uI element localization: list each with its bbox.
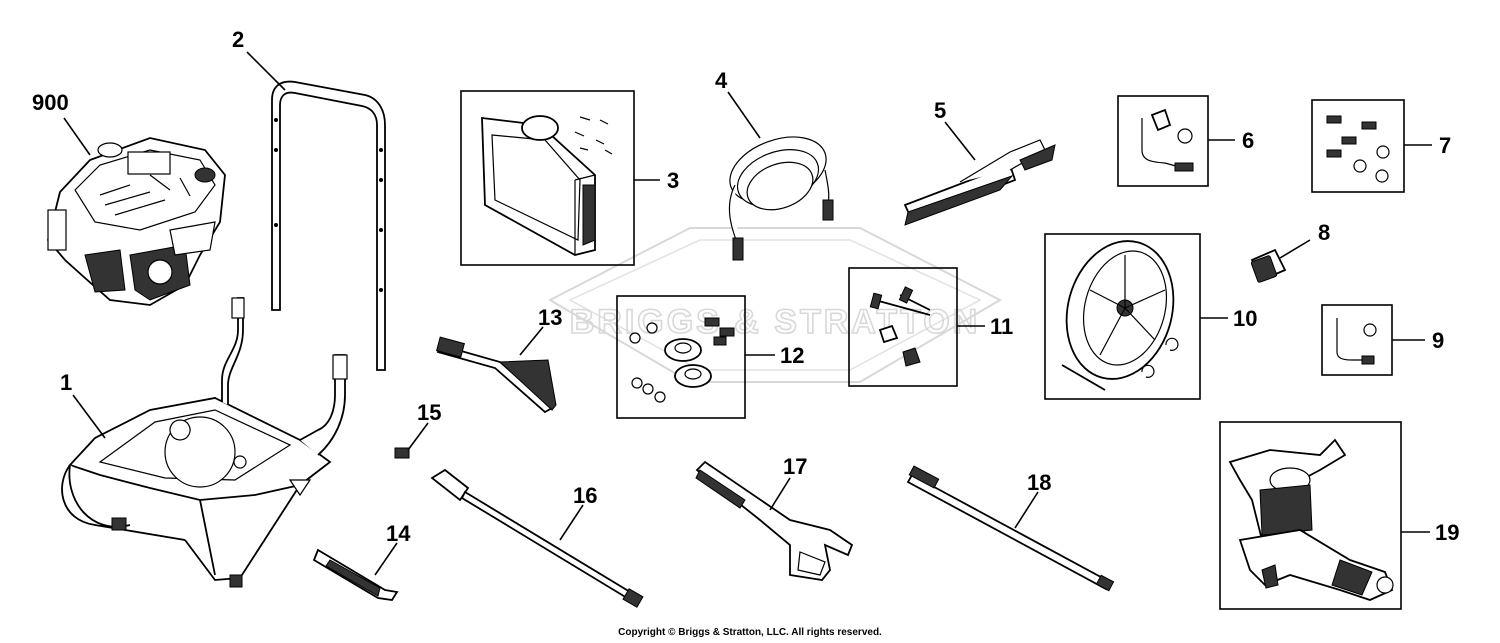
callout-3: 3 — [667, 168, 679, 193]
part-19-pump — [1219, 421, 1402, 610]
copyright-notice: Copyright © Briggs & Stratton, LLC. All … — [618, 627, 882, 638]
callout-13: 13 — [538, 305, 562, 330]
callout-7: 7 — [1439, 133, 1451, 158]
part-8-filter — [1250, 248, 1287, 283]
callout-19: 19 — [1435, 520, 1459, 545]
part-10-wheel-kit — [1044, 233, 1201, 400]
leader-lines — [63, 51, 1432, 576]
part-3-kit — [460, 90, 635, 266]
callout-labels: 900 1 2 3 4 5 6 7 8 9 10 11 12 13 14 15 … — [32, 27, 1459, 546]
part-13-scrub-brush — [435, 336, 557, 414]
callout-8: 8 — [1318, 220, 1330, 245]
part-900-engine — [47, 137, 226, 306]
callout-10: 10 — [1233, 306, 1257, 331]
part-2-handle — [271, 80, 386, 371]
callout-18: 18 — [1027, 470, 1051, 495]
part-4-hose — [728, 136, 834, 261]
callout-1: 1 — [60, 370, 72, 395]
callout-17: 17 — [783, 454, 807, 479]
part-12-hardware-kit — [616, 295, 746, 419]
part-1-base-frame — [61, 297, 348, 588]
part-15-fitting — [394, 447, 410, 459]
callout-12: 12 — [780, 343, 804, 368]
callout-900: 900 — [32, 90, 69, 115]
callout-14: 14 — [386, 521, 411, 546]
part-17-spray-gun — [695, 460, 854, 581]
part-14-nozzle — [312, 548, 399, 601]
callout-16: 16 — [573, 483, 597, 508]
part-18-extension-wand — [906, 465, 1115, 592]
callout-6: 6 — [1242, 128, 1254, 153]
callout-5: 5 — [934, 98, 946, 123]
part-6-hardware-kit — [1117, 95, 1209, 187]
part-7-hardware-kit — [1311, 99, 1405, 193]
part-5-brush — [903, 139, 1056, 226]
callout-11: 11 — [990, 314, 1013, 339]
callout-4: 4 — [715, 68, 728, 93]
callout-9: 9 — [1432, 328, 1444, 353]
callout-15: 15 — [417, 400, 441, 425]
part-9-hardware-kit — [1321, 304, 1393, 376]
part-16-wand — [430, 468, 644, 608]
part-11-hardware-kit — [848, 267, 958, 387]
callout-2: 2 — [232, 27, 244, 52]
